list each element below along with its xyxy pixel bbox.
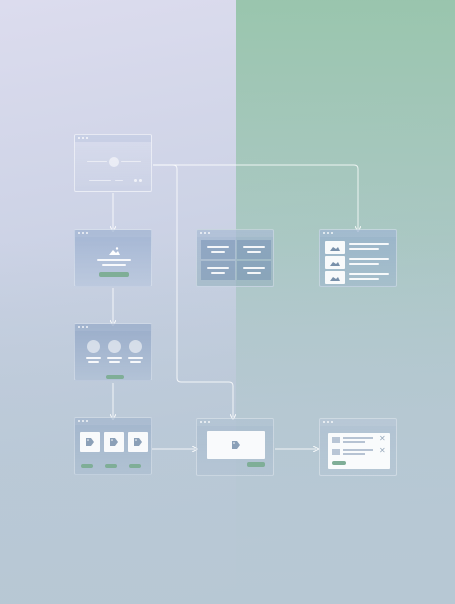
cart-item-thumb	[332, 449, 340, 455]
tag-icon	[110, 438, 118, 446]
edge-slider-to-detail	[153, 164, 233, 417]
cart-item-thumb	[332, 437, 340, 443]
cart-page-node: ✕ ✕	[319, 418, 397, 476]
list-item	[325, 256, 345, 269]
edge-slider-to-list	[153, 164, 358, 229]
tag-icon	[86, 438, 94, 446]
product-card	[128, 432, 148, 452]
slider-page-node	[74, 134, 152, 192]
grid-cell	[201, 261, 235, 280]
hero-page-node	[74, 229, 152, 287]
cta-button	[99, 272, 129, 277]
close-icon: ✕	[379, 434, 386, 443]
tag-icon	[134, 438, 142, 446]
slider-dot	[139, 179, 142, 182]
grid-cell	[201, 240, 235, 259]
features-page-node	[74, 323, 152, 381]
grid-cell	[237, 240, 271, 259]
buy-button	[81, 464, 93, 468]
products-page-node	[74, 417, 152, 475]
cart-panel: ✕ ✕	[328, 433, 390, 469]
slider-handle	[109, 157, 119, 167]
tag-icon	[232, 441, 240, 449]
list-page-node	[319, 229, 397, 287]
checkout-button	[332, 461, 346, 465]
grid-page-node	[196, 229, 274, 287]
product-detail-page-node	[196, 418, 274, 476]
buy-button	[105, 464, 117, 468]
list-item	[325, 241, 345, 254]
feature-avatar	[129, 340, 142, 353]
close-icon: ✕	[379, 446, 386, 455]
feature-avatar	[87, 340, 100, 353]
image-icon	[330, 247, 340, 251]
image-icon	[109, 247, 120, 255]
add-to-cart-button	[247, 462, 265, 467]
product-card	[104, 432, 124, 452]
feature-avatar	[108, 340, 121, 353]
product-image	[207, 431, 265, 459]
slider-dot	[134, 179, 137, 182]
cta-button	[106, 375, 124, 379]
grid-cell	[237, 261, 271, 280]
list-item	[325, 271, 345, 284]
product-card	[80, 432, 100, 452]
image-icon	[330, 277, 340, 281]
buy-button	[129, 464, 141, 468]
image-icon	[330, 262, 340, 266]
